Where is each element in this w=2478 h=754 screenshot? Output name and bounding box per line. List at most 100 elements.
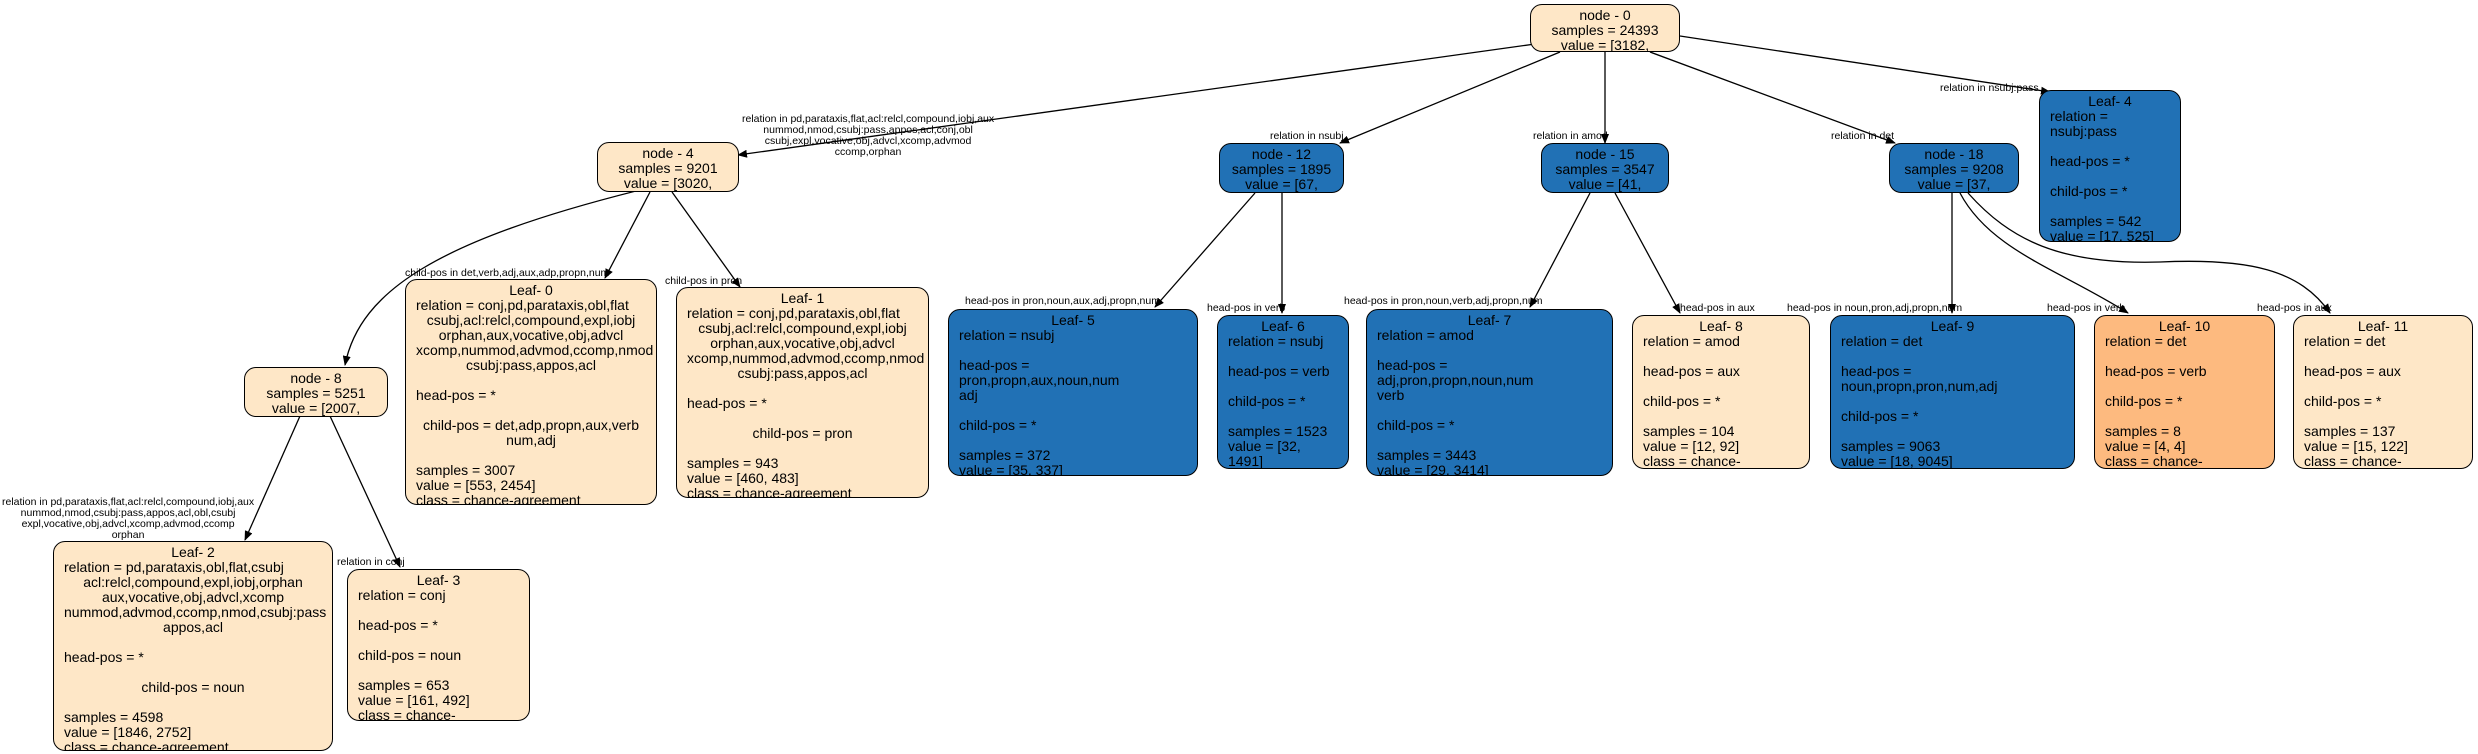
node-line: head-pos = verb: [1228, 363, 1330, 379]
node-line: value = [553, 2454]: [416, 477, 536, 493]
node-line: samples = 3547: [1555, 161, 1655, 177]
node-line: nummod,advmod,ccomp,nmod,csubj:pass: [64, 604, 327, 620]
edge-0-12: [1339, 51, 1561, 144]
node-line: xcomp,nummod,advmod,ccomp,nmod: [416, 342, 654, 358]
node-line: relation = conj,pd,parataxis,obl,flat: [416, 297, 629, 313]
node-line: csubj,acl:relcl,compound,expl,iobj: [426, 312, 636, 328]
edge-0-4: [737, 43, 1536, 158]
node-line: samples = 3007: [416, 462, 516, 478]
node-line: value = [35, 337]: [959, 462, 1063, 476]
node-line: relation = amod: [1377, 327, 1474, 343]
node-line: [1377, 343, 1602, 358]
edge-label-0-12: relation in nsubj: [1270, 130, 1344, 142]
tree-leaf-9: Leaf- 9 relation = det head-pos = noun,pr…: [1830, 315, 2075, 469]
node-line: samples = 3443: [1377, 447, 1477, 463]
node-title: Leaf- 0: [509, 282, 553, 298]
node-title: node - 18: [1924, 146, 1984, 162]
node-line: [2304, 409, 2462, 424]
node-line: [2304, 379, 2462, 394]
node-line: orphan,aux,vocative,obj,advcl: [710, 335, 895, 351]
node-line: csubj:pass,appos,acl: [466, 357, 596, 373]
node-line: value = [2007, 3244]: [271, 400, 361, 417]
node-line: relation = pd,parataxis,obl,flat,csubj: [64, 559, 284, 575]
node-line: [687, 441, 918, 456]
node-title: Leaf- 9: [1930, 318, 1975, 334]
node-line: class = chance-agreement: [2304, 453, 2402, 469]
node-line: [2105, 349, 2264, 364]
node-line: head-pos = *: [358, 617, 438, 633]
node-line: child-pos = pron: [752, 425, 853, 441]
node-line: relation = conj,pd,parataxis,obl,flat: [687, 305, 900, 321]
node-line: [416, 448, 646, 463]
edge-12-l5: [1154, 192, 1256, 308]
edge-label-0-18: relation in det: [1831, 130, 1895, 142]
node-line: head-pos = noun,propn,pron,num,adj: [1841, 363, 1998, 394]
node-line: child-pos = *: [2105, 393, 2183, 409]
node-line: samples = 653: [358, 677, 450, 693]
node-line: value = [460, 483]: [687, 470, 799, 486]
node-line: child-pos = noun: [141, 679, 245, 695]
node-line: class = chance-agreement: [358, 707, 456, 721]
node-line: [1643, 409, 1799, 424]
edge-label-15-l7: head-pos in pron,noun,verb,adj,propn,num: [1344, 295, 1543, 307]
node-title: node - 15: [1575, 146, 1635, 162]
node-line: samples = 5251: [266, 385, 366, 401]
node-line: value = [18, 9045]: [1841, 453, 1953, 469]
node-line: adj: [959, 387, 978, 403]
edge-label-18-l9: head-pos in noun,pron,adj,propn,num: [1787, 302, 1963, 314]
node-line: head-pos = aux: [1643, 363, 1740, 379]
edge-label-4-l1: child-pos in pron: [665, 275, 743, 287]
node-line: [1841, 394, 2064, 409]
edge-0-l4: [1679, 35, 2051, 95]
node-title: Leaf- 10: [2158, 318, 2211, 334]
node-line: head-pos = verb: [2105, 363, 2207, 379]
node-line: class = chance-agreement: [2105, 453, 2203, 469]
node-line: relation = nsubj: [1228, 333, 1324, 349]
node-line: child-pos = *: [959, 417, 1037, 433]
node-line: child-pos = *: [1841, 408, 1919, 424]
node-line: head-pos = *: [687, 395, 767, 411]
node-line: [416, 373, 646, 388]
edge-18-l10: [1959, 192, 2129, 314]
node-line: samples = 24393: [1551, 22, 1659, 38]
node-line: value = [41, 3506]: [1568, 176, 1642, 193]
node-line: relation = det: [1841, 333, 1923, 349]
node-line: [416, 403, 646, 418]
node-line: samples = 1895: [1231, 161, 1332, 177]
node-line: child-pos = *: [1643, 393, 1721, 409]
node-line: xcomp,nummod,advmod,ccomp,nmod: [687, 350, 925, 366]
node-line: value = [17, 525]: [2050, 228, 2154, 242]
node-line: samples = 9063: [1841, 438, 1941, 454]
edge-label-0-4: relation in pd,parataxis,flat,acl:relcl,…: [742, 113, 995, 158]
node-line: [358, 663, 519, 678]
edge-label-15-l8: head-pos in aux: [1680, 302, 1755, 314]
edge-8-l2: [244, 415, 301, 541]
edge-label-0-15: relation in amod: [1533, 130, 1608, 142]
node-line: samples = 9201: [618, 160, 718, 176]
node-line: samples = 8: [2105, 423, 2181, 439]
edge-label-12-l5: head-pos in pron,noun,aux,adj,propn,num: [965, 295, 1160, 307]
edge-15-l8: [1614, 192, 1681, 314]
node-line: relation = nsubj: [959, 327, 1055, 343]
node-line: [1377, 433, 1602, 448]
node-title: Leaf- 6: [1261, 318, 1305, 334]
node-line: relation = conj: [358, 587, 446, 603]
node-line: samples = 137: [2304, 423, 2396, 439]
node-line: [1228, 409, 1338, 424]
node-line: value = [32, 1491]: [1228, 438, 1305, 469]
node-line: child-pos = *: [1228, 393, 1306, 409]
tree-leaf-2: Leaf- 2 relation = pd,parataxis,obl,flat…: [53, 541, 333, 751]
tree-leaf-6: Leaf- 6 relation = nsubj head-pos = verb c…: [1217, 315, 1349, 469]
tree-leaf-1: Leaf- 1 relation = conj,pd,parataxis,obl…: [676, 287, 929, 498]
edge-18-l11: [1967, 192, 2331, 314]
node-title: node - 12: [1251, 146, 1312, 162]
edge-4-l0: [604, 191, 651, 279]
node-line: [358, 603, 519, 618]
